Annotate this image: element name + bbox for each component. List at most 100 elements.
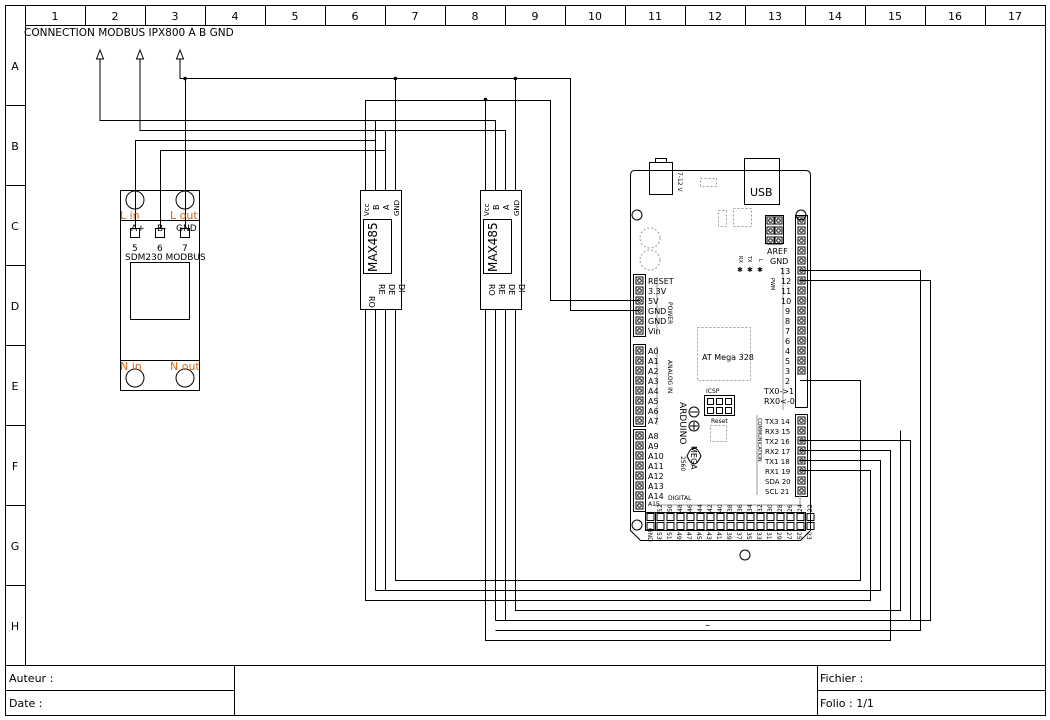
- comm-section-label: COMMUNICATION: [756, 418, 762, 462]
- column-labels: 1 2 3 4 5 6 7 8 9 10 11 12 13 14 15 16 1…: [52, 10, 1023, 23]
- pwm-pin-label: 12: [781, 277, 791, 286]
- pwm-pin-label: 3: [785, 367, 790, 376]
- comm-pin-label: TX1 18: [764, 458, 790, 466]
- header-pin: [656, 522, 665, 530]
- n-out-label: N out: [170, 360, 200, 373]
- header-pin: [786, 513, 795, 521]
- row-label: G: [11, 540, 20, 553]
- column-label: 3: [172, 10, 179, 23]
- header-pin-hole: [776, 238, 781, 243]
- pin-vcc: Vcc: [363, 203, 371, 216]
- header-pin: [676, 513, 685, 521]
- pin-gnd: GND: [393, 200, 401, 216]
- header-pin: [676, 522, 685, 530]
- analog-pin-label: A10: [648, 452, 664, 461]
- pin-ro: RO: [367, 296, 376, 308]
- header-pin: [797, 366, 806, 375]
- power-pin-label: RESET: [648, 277, 674, 286]
- analog-pin-label: A6: [648, 407, 659, 416]
- row-label: C: [11, 220, 19, 233]
- header-pin: [746, 522, 755, 530]
- analog-pin-label: A9: [648, 442, 659, 451]
- header-pin-hole: [799, 358, 804, 363]
- digital-pin-label: 25: [795, 532, 802, 540]
- digital-pin-label: 35: [745, 532, 752, 540]
- header-pin-hole: [799, 348, 804, 353]
- term-num-7: 7: [182, 244, 188, 254]
- header-pin: [766, 226, 775, 235]
- digital-pin-label: 51: [665, 532, 672, 540]
- power-section-label: POWER: [666, 302, 673, 324]
- pin-di: DI: [517, 284, 526, 293]
- header-pin: [726, 513, 735, 521]
- header-pin-hole: [637, 418, 642, 423]
- column-label: 10: [588, 10, 602, 23]
- digital-pin-label: 44: [697, 504, 704, 512]
- header-pin: [774, 236, 783, 245]
- header-pin-hole: [768, 218, 773, 223]
- header-pin: [716, 522, 725, 530]
- header-pin-hole: [799, 428, 804, 433]
- pin-vcc: Vcc: [483, 203, 491, 216]
- comm-pin-label: RX1 19: [765, 468, 790, 476]
- header-pin-hole: [637, 318, 642, 323]
- digital-section-label: DIGITAL: [668, 495, 692, 502]
- power-pin-label: GND: [648, 307, 666, 316]
- column-label: 16: [948, 10, 962, 23]
- analog-pin-label: A4: [648, 387, 659, 396]
- title-block: Auteur : Date : Fichier : Folio : 1/1: [5, 665, 1045, 715]
- header-pin: [635, 306, 644, 315]
- pwm-section-label: PWM: [769, 278, 775, 290]
- header-pin: [706, 513, 715, 521]
- row-label: B: [11, 140, 19, 153]
- header-pin: [774, 216, 783, 225]
- analog-pin-label: A8: [648, 432, 659, 441]
- digital-pin-label: 48: [677, 504, 684, 512]
- header-pin-hole: [637, 398, 642, 403]
- pwm-pin-label: 2: [785, 377, 790, 386]
- pwm-pin-label: 7: [785, 327, 790, 336]
- header-pin-hole: [799, 318, 804, 323]
- header-pin: [797, 256, 806, 265]
- column-label: 15: [888, 10, 902, 23]
- header-pin: [736, 513, 745, 521]
- row-label: H: [11, 620, 19, 633]
- header-pin: [797, 336, 806, 345]
- digital-pin-label: 52: [657, 504, 664, 512]
- digital-pin-label: 31: [765, 532, 772, 540]
- header-pin: [635, 316, 644, 325]
- digital-pin-label: 30: [767, 504, 774, 512]
- header-pin-hole: [637, 473, 642, 478]
- header-pin: [797, 446, 806, 455]
- power-pin-label: 3.3V: [648, 287, 667, 296]
- header-pin: [635, 276, 644, 285]
- header-pin-hole: [799, 468, 804, 473]
- wire-mark: –: [705, 620, 710, 631]
- n-in-label: N in: [120, 360, 142, 373]
- icsp-pin: [716, 407, 723, 414]
- header-pin: [797, 316, 806, 325]
- pin-di: DI: [397, 284, 406, 293]
- header-pin: [635, 481, 644, 490]
- column-label: 4: [232, 10, 239, 23]
- l-out-label: L out: [170, 209, 198, 222]
- header-pin: [797, 226, 806, 235]
- analog-pin-label: A5: [648, 397, 659, 406]
- column-label: 2: [112, 10, 119, 23]
- tx0-label: TX0->1: [763, 387, 794, 396]
- header-pin: [726, 522, 735, 530]
- header-pin-hole: [776, 228, 781, 233]
- header-pin-hole: [799, 228, 804, 233]
- digital-pin-label: 46: [687, 504, 694, 512]
- pin-ro: RO: [487, 284, 496, 296]
- header-pin: [635, 396, 644, 405]
- pin-a: A: [502, 204, 511, 210]
- pin-re: RE: [377, 284, 386, 295]
- max485-label: MAX485: [366, 222, 380, 272]
- icsp-pin: [725, 407, 732, 414]
- analog-pin-label: A1: [648, 357, 659, 366]
- l-in-label: L in: [120, 209, 140, 222]
- digital-gnd-label: GND: [646, 528, 653, 542]
- digital-pin-label: 27: [785, 532, 792, 540]
